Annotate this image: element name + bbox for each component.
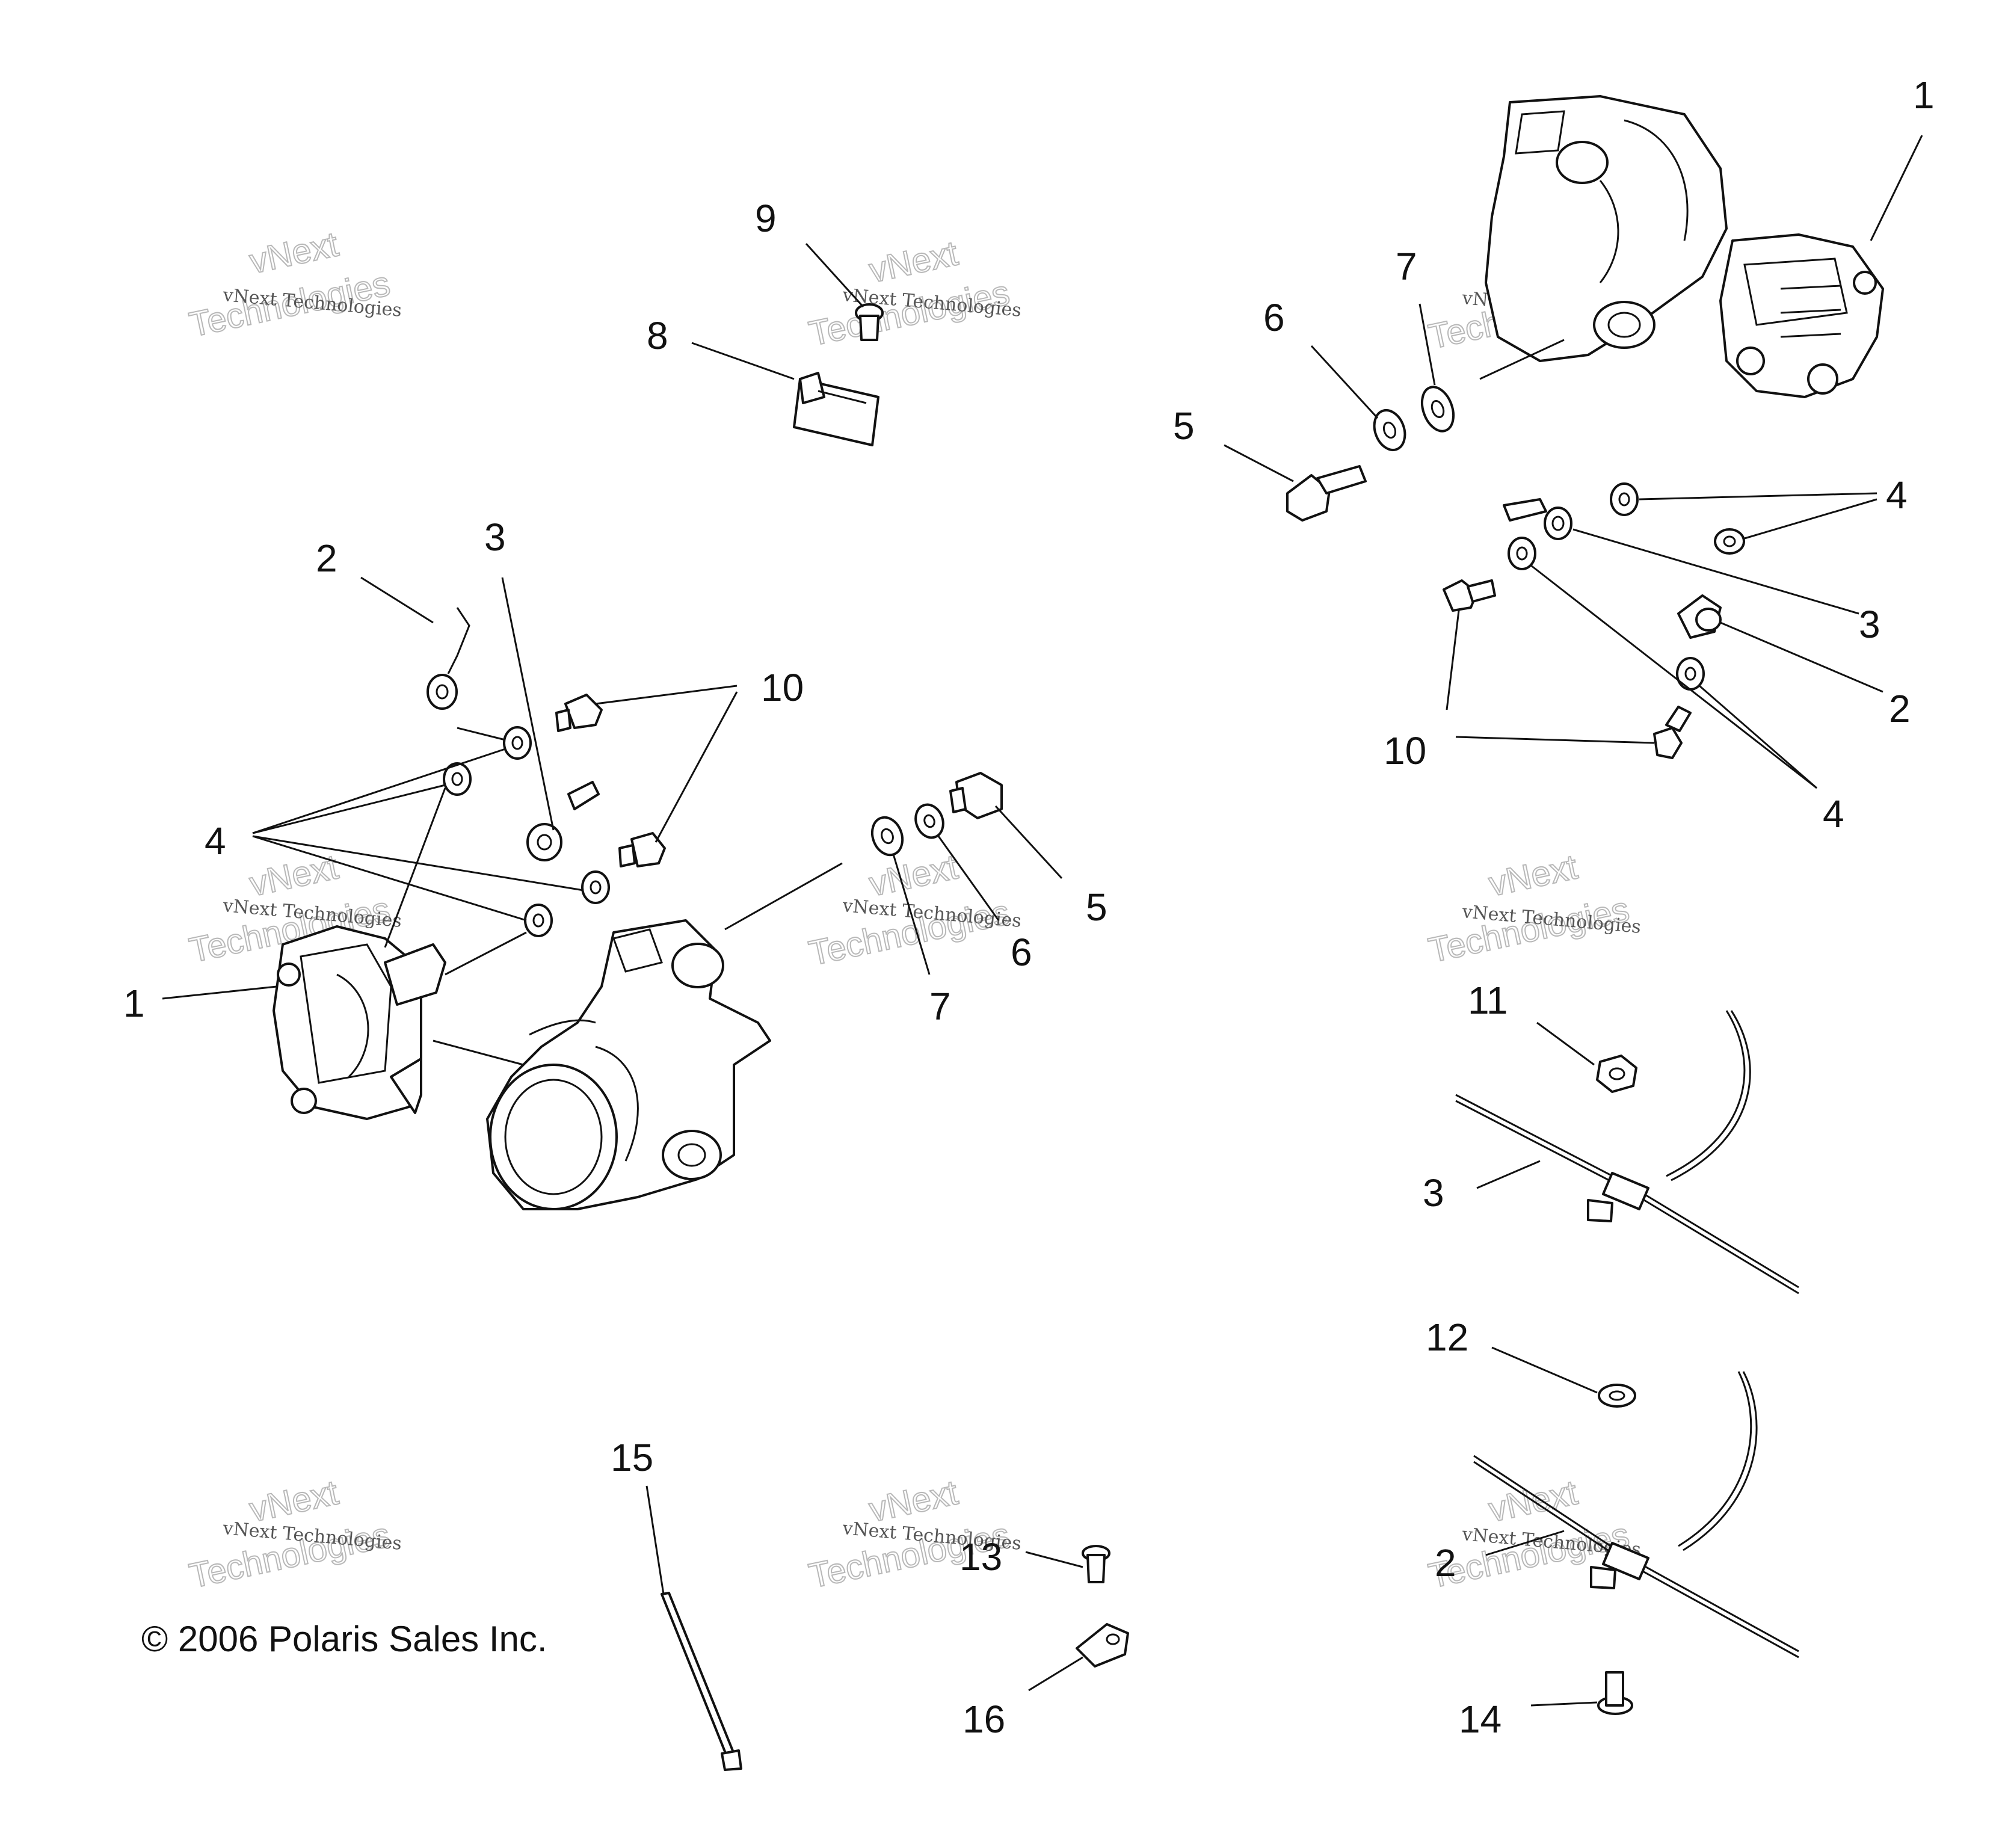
washer-4-left-c bbox=[581, 870, 610, 904]
callout-5-right: 5 bbox=[1173, 404, 1195, 448]
washer-4-right-a bbox=[1610, 482, 1639, 516]
clip-16 bbox=[1076, 1623, 1129, 1668]
knuckle-housing-left bbox=[486, 919, 771, 1210]
callout-2-cable: 2 bbox=[1435, 1541, 1456, 1585]
callout-2-left: 2 bbox=[316, 537, 337, 580]
callout-13: 13 bbox=[959, 1535, 1002, 1578]
bolt-5-left bbox=[949, 772, 1003, 819]
watermark-top-left: Technologies vNext vNext Technologies bbox=[185, 224, 402, 345]
svg-text:vNext: vNext bbox=[246, 224, 342, 281]
callout-6-right: 6 bbox=[1263, 296, 1285, 339]
cable-tie-15 bbox=[661, 1592, 742, 1771]
svg-text:vNext: vNext bbox=[866, 233, 961, 290]
copyright-text: © 2006 Polaris Sales Inc. bbox=[141, 1619, 547, 1659]
watermark-bottom-left: Technologies vNext vNext Technologies bbox=[185, 1472, 402, 1596]
washer-4-right-d bbox=[1676, 657, 1705, 691]
callout-1-right: 1 bbox=[1913, 73, 1935, 117]
bracket-8 bbox=[793, 372, 879, 446]
callout-9: 9 bbox=[755, 197, 777, 240]
callout-3-left: 3 bbox=[484, 516, 506, 559]
screw-14 bbox=[1597, 1671, 1633, 1715]
leader-lines bbox=[162, 135, 1923, 1707]
washer-4-left-b bbox=[443, 762, 472, 796]
callout-5-left: 5 bbox=[1086, 886, 1107, 929]
brake-caliper-left bbox=[273, 925, 446, 1120]
brake-cable-2 bbox=[1473, 1371, 1799, 1659]
bolt-10-right-a bbox=[1443, 579, 1496, 612]
washer-4-right-c bbox=[1508, 537, 1536, 570]
banjo-fitting-3-right bbox=[1503, 498, 1572, 540]
svg-text:vNext: vNext bbox=[866, 847, 961, 904]
callout-14: 14 bbox=[1459, 1698, 1502, 1741]
svg-text:vNext: vNext bbox=[246, 847, 342, 904]
callout-6-left: 6 bbox=[1011, 931, 1032, 974]
bolt-10-left-a bbox=[555, 694, 603, 732]
callout-4-left: 4 bbox=[205, 819, 226, 863]
brake-cable-3 bbox=[1455, 1010, 1799, 1295]
watermark-top-center: Technologies vNext vNext Technologies bbox=[805, 233, 1022, 354]
callout-7-right: 7 bbox=[1396, 245, 1417, 288]
banjo-fitting-3-left bbox=[526, 781, 600, 861]
rivet-13 bbox=[1082, 1545, 1110, 1583]
hose-fitting-2-right bbox=[1677, 594, 1722, 639]
callout-labels: 1 7 6 5 4 3 2 10 4 9 8 2 3 10 4 1 5 6 7 … bbox=[123, 73, 1935, 1741]
callout-8: 8 bbox=[647, 314, 668, 357]
nut-11 bbox=[1596, 1055, 1637, 1093]
washer-4-left-a bbox=[503, 726, 532, 760]
callout-3-cable: 3 bbox=[1423, 1171, 1444, 1215]
washer-7-right bbox=[1420, 386, 1455, 433]
callout-4-right-a: 4 bbox=[1886, 473, 1908, 517]
callout-7-left: 7 bbox=[929, 985, 951, 1028]
hose-fitting-2-left bbox=[427, 607, 470, 710]
callout-12: 12 bbox=[1426, 1316, 1468, 1359]
washer-4-left-d bbox=[524, 904, 553, 937]
svg-text:vNext: vNext bbox=[1485, 847, 1581, 904]
callout-11: 11 bbox=[1468, 979, 1508, 1022]
washer-4-right-b bbox=[1714, 528, 1745, 555]
callout-10-right: 10 bbox=[1384, 729, 1426, 772]
washer-6-right bbox=[1373, 409, 1406, 451]
washer-7-left bbox=[870, 816, 904, 857]
brake-caliper-right bbox=[1719, 233, 1884, 398]
washer-12 bbox=[1598, 1384, 1636, 1408]
callout-10-left: 10 bbox=[761, 666, 804, 709]
callout-4-right-b: 4 bbox=[1823, 792, 1844, 836]
washer-6-left bbox=[914, 803, 944, 839]
callout-3-right: 3 bbox=[1859, 603, 1880, 646]
screw-9 bbox=[855, 303, 884, 341]
callout-2-right: 2 bbox=[1889, 687, 1911, 730]
watermark-mid-right: Technologies vNext vNext Technologies bbox=[1424, 846, 1642, 970]
callout-16: 16 bbox=[962, 1698, 1005, 1741]
callout-1-left: 1 bbox=[123, 982, 145, 1025]
knuckle-housing-right bbox=[1485, 95, 1728, 362]
bolt-5-right bbox=[1286, 465, 1367, 522]
callout-15: 15 bbox=[611, 1436, 653, 1479]
bolt-10-right-b bbox=[1653, 706, 1692, 759]
